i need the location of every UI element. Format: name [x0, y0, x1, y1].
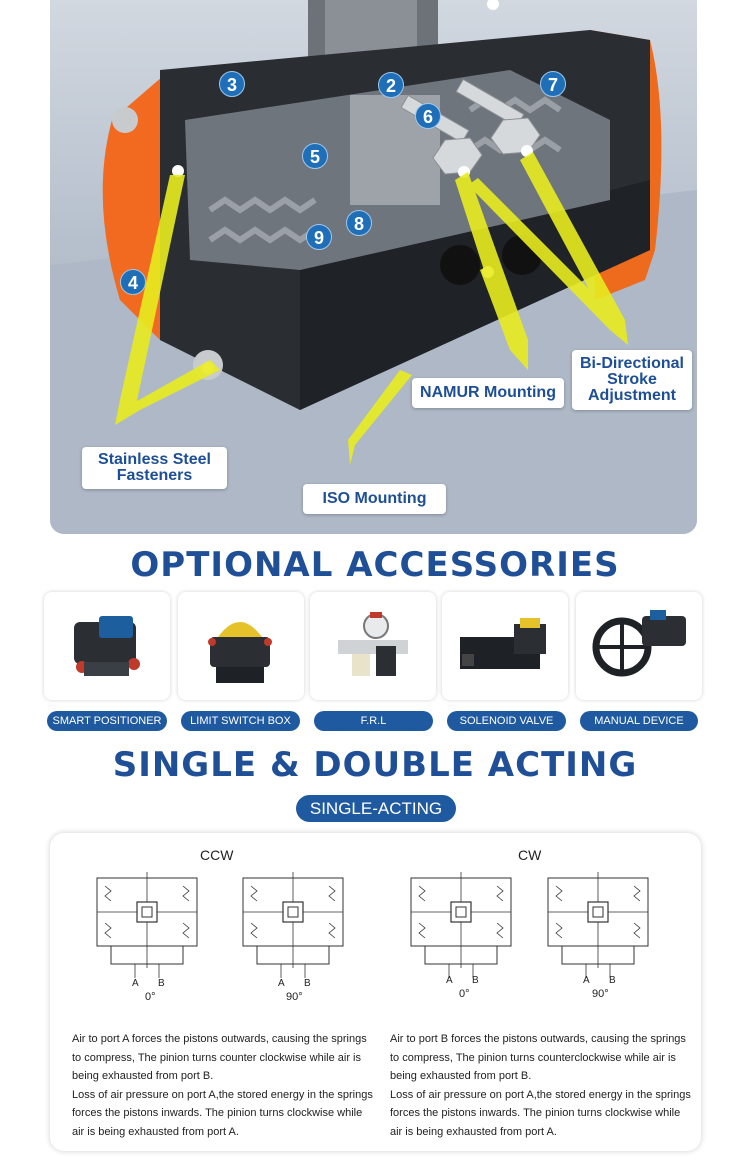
part-badge-5: 5	[302, 143, 328, 169]
frl-card[interactable]	[310, 592, 436, 700]
ccw-0-port-b: B	[158, 978, 165, 989]
smart-positioner-card[interactable]	[44, 592, 170, 700]
cw-angle-end: 90°	[592, 988, 609, 1000]
cw-0-port-a: A	[446, 975, 453, 986]
ccw-title: CCW	[200, 847, 234, 863]
ccw-0-port-a: A	[132, 978, 139, 989]
iso-mounting-callout: ISO Mounting	[303, 484, 446, 514]
manual-device-card[interactable]	[576, 592, 702, 700]
stroke-adjustment-callout: Bi-Directional Stroke Adjustment	[572, 350, 692, 410]
accessory-label-manual-device: MANUAL DEVICE	[580, 711, 698, 731]
part-badge-9: 9	[306, 224, 332, 250]
cw-0-port-b: B	[472, 975, 479, 986]
ccw-90-port-a: A	[278, 978, 285, 989]
part-badge-4: 4	[120, 269, 146, 295]
accessory-label-smart-positioner: SMART POSITIONER	[47, 711, 167, 731]
namur-mounting-callout: NAMUR Mounting	[412, 378, 564, 408]
acting-title: SINGLE & DOUBLE ACTING	[112, 745, 638, 785]
accessory-label-limit-switch-box: LIMIT SWITCH BOX	[181, 711, 300, 731]
part-badge-3: 3	[219, 71, 245, 97]
frl-unit-icon	[338, 612, 408, 676]
limit-switch-box-icon	[208, 622, 272, 683]
cw-90-port-b: B	[609, 975, 616, 986]
accessory-label-solenoid-valve: SOLENOID VALVE	[447, 711, 566, 731]
ccw-angle-end: 90°	[286, 991, 303, 1003]
smart-positioner-icon	[74, 616, 140, 676]
solenoid-valve-card[interactable]	[442, 592, 568, 700]
cw-description: Air to port B forces the pistons outward…	[390, 1033, 691, 1138]
ccw-angle-start: 0°	[145, 991, 156, 1003]
part-badge-7: 7	[540, 71, 566, 97]
part-badge-6: 6	[415, 103, 441, 129]
actuator-hero-image: 2 3 4 5 6 7 8 9 NAMUR Mounting Bi-Direct…	[50, 0, 697, 534]
cw-angle-start: 0°	[459, 988, 470, 1000]
cw-title: CW	[518, 847, 542, 863]
cw-90-port-a: A	[583, 975, 590, 986]
solenoid-valve-icon	[460, 618, 546, 669]
ccw-description: Air to port A forces the pistons outward…	[72, 1033, 373, 1138]
single-acting-tab[interactable]: SINGLE-ACTING	[296, 795, 456, 822]
accessories-title: OPTIONAL ACCESSORIES	[130, 545, 620, 585]
part-badge-8: 8	[346, 210, 372, 236]
manual-handwheel-icon	[592, 610, 686, 677]
limit-switch-box-card[interactable]	[178, 592, 304, 700]
stainless-fasteners-callout: Stainless Steel Fasteners	[82, 447, 227, 489]
accessory-label-frl: F.R.L	[314, 711, 433, 731]
part-badge-2: 2	[378, 72, 404, 98]
ccw-90-port-b: B	[304, 978, 311, 989]
